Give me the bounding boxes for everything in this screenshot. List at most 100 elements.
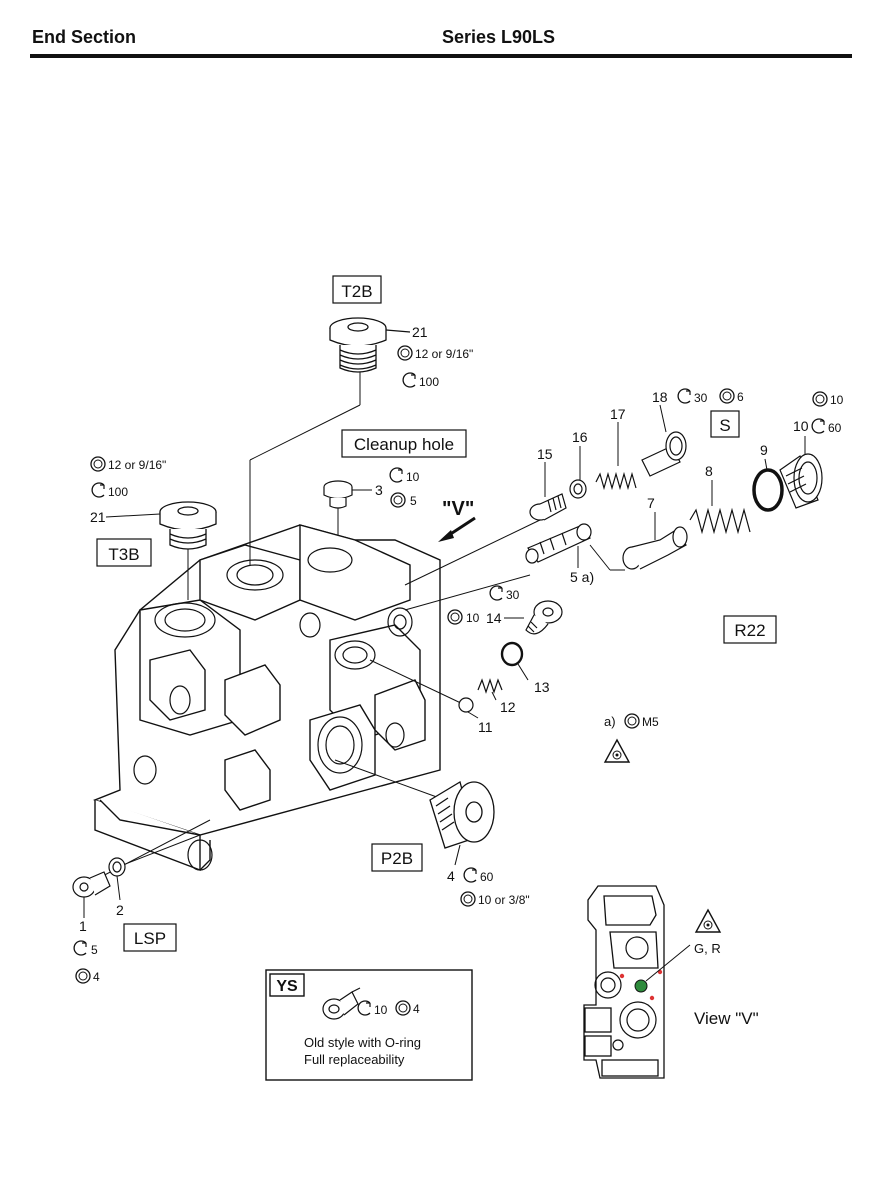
label-18-size: 6 [737,390,744,404]
label-box-lsp [123,923,177,952]
label-part-15: 15 [537,446,553,462]
warning-icon [604,739,630,763]
header-title: End Section [32,27,137,47]
view-v-green-port [634,979,648,993]
view-v-ports [594,936,657,1051]
view-v-body [583,885,665,1079]
label-view-v: View "V" [694,1009,759,1028]
label-ys-torque: 10 [374,1003,388,1017]
label-ys: YS [276,978,298,995]
plug-21-top [329,317,411,373]
label-box-t3b [96,538,152,567]
label-part-7: 7 [647,495,655,511]
label-part-9: 9 [760,442,768,458]
plug-14 [525,600,563,635]
view-direction-arrow [438,516,476,542]
label-part-21-left: 21 [90,509,106,525]
label-note-a: a) [604,714,616,729]
seal-icon [90,456,106,472]
plug-3 [323,480,353,509]
label-box-cleanup [341,429,467,458]
label-r22: R22 [734,621,765,640]
o-ring-9 [752,468,784,512]
label-box-p2b [371,843,423,872]
label-18-torque: 30 [694,391,708,405]
plug-4 [429,780,495,849]
torque-icon [73,940,87,956]
seal-icon [390,492,406,508]
label-note-m5: M5 [642,715,659,729]
label-box-t2b [332,275,382,304]
plug-ys [322,987,361,1020]
label-4-size: 10 or 3/8" [478,893,530,907]
label-box-s [710,410,740,438]
label-part-11: 11 [478,719,493,735]
label-ys-line2: Full replaceability [304,1052,405,1067]
label-lsp: LSP [134,929,166,948]
label-ys-size: 4 [413,1002,420,1016]
label-box-ys [269,973,305,997]
torque-icon [463,867,477,883]
label-part-1: 1 [79,918,87,934]
label-part-21-top: 21 [412,324,428,340]
label-part-2: 2 [116,902,124,918]
label-3-size: 5 [410,494,417,508]
label-part-4: 4 [447,868,455,884]
seal-icon [395,1000,411,1016]
label-10-size: 10 [830,393,844,407]
label-14-torque: 30 [506,588,520,602]
o-ring-13 [500,641,524,667]
label-part-5a: 5 a) [570,569,594,585]
torque-icon [91,482,105,498]
seal-icon [75,968,91,984]
label-cleanup-hole: Cleanup hole [354,435,454,454]
torque-icon [402,372,416,388]
label-21-top-size: 12 or 9/16" [415,347,473,361]
screw-1 [72,871,111,898]
label-part-16: 16 [572,429,588,445]
label-part-10: 10 [793,418,809,434]
washer-2 [108,857,126,877]
valve-body [92,524,441,872]
label-14-size: 10 [466,611,480,625]
warning-icon [695,909,721,933]
label-4-torque: 60 [480,870,494,884]
label-1-torque: 5 [91,943,98,957]
label-1-size: 4 [93,970,100,984]
label-part-18: 18 [652,389,668,405]
torque-icon [811,418,825,434]
label-t3b: T3B [108,545,139,564]
label-10-torque: 60 [828,421,842,435]
label-part-17: 17 [610,406,626,422]
ball-11 [458,697,474,713]
label-part-13: 13 [534,679,550,695]
label-part-14: 14 [486,610,502,626]
label-ys-line1: Old style with O-ring [304,1035,421,1050]
plug-21-left [159,501,217,550]
seal-icon [812,391,828,407]
body-ports [133,547,413,871]
seal-icon [719,388,735,404]
seal-icon [447,609,463,625]
label-part-12: 12 [500,699,516,715]
label-view-arrow: "V" [442,498,474,520]
spring-12 [477,678,503,694]
spool-parts [525,431,823,570]
label-3-torque: 10 [406,470,420,484]
seal-icon [397,345,413,361]
label-box-r22 [723,615,777,644]
label-view-gr: G, R [694,941,721,956]
seal-icon [460,891,476,907]
torque-icon [677,388,691,404]
label-21-left-torque: 100 [108,485,128,499]
view-v-red-dot [649,995,655,1001]
label-21-left-size: 12 or 9/16" [108,458,166,472]
header-rule [30,54,852,58]
seal-icon [624,713,640,729]
view-v-red-dot [619,973,625,979]
label-p2b: P2B [381,849,413,868]
label-part-3: 3 [375,482,383,498]
torque-icon [489,585,503,601]
label-t2b: T2B [341,282,372,301]
